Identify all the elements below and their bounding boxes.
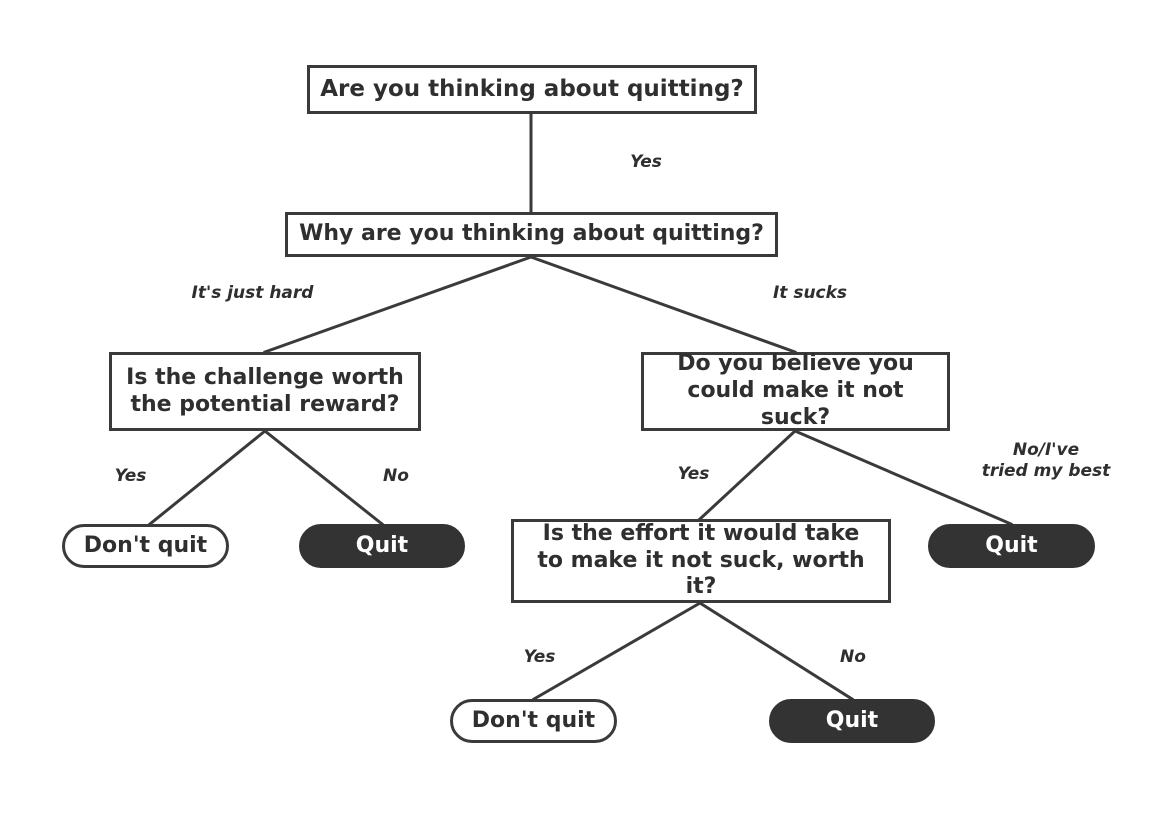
edge-label-yes-q3: Yes xyxy=(114,466,147,486)
edge-label-no-q3: No xyxy=(383,466,409,486)
edge-q3-r2 xyxy=(262,428,385,527)
node-label: Don't quit xyxy=(83,532,208,558)
node-label: Quit xyxy=(355,532,409,558)
node-dont-quit-left[interactable]: Don't quit xyxy=(62,524,229,568)
node-label: Don't quit xyxy=(471,707,596,733)
node-quit-bottom[interactable]: Quit xyxy=(769,699,935,743)
node-label: Do you believe you could make it not suc… xyxy=(677,351,914,430)
edge-label-yes-q5: Yes xyxy=(523,647,556,667)
edge-q2-q3 xyxy=(263,255,533,354)
node-is-the-effort-worth-it[interactable]: Is the effort it would take to make it n… xyxy=(511,519,891,603)
edge-label-its-just-hard: It's just hard xyxy=(191,283,314,303)
node-label: Is the effort it would take to make it n… xyxy=(537,520,865,600)
node-label: Quit xyxy=(825,707,879,733)
node-are-you-thinking-about-quitting[interactable]: Are you thinking about quitting? xyxy=(307,65,757,114)
edge-label-yes-q1: Yes xyxy=(630,152,662,172)
edge-label-no-q5: No xyxy=(840,647,866,667)
edge-q2-q4 xyxy=(529,255,797,354)
node-quit-right[interactable]: Quit xyxy=(928,524,1095,568)
edge-q4-q5 xyxy=(697,428,798,522)
edge-label-no-ive-tried-my-best: No/I've tried my best xyxy=(981,440,1111,482)
node-label: Why are you thinking about quitting? xyxy=(299,221,764,247)
node-do-you-believe-you-could-make-it-not-suck[interactable]: Do you believe you could make it not suc… xyxy=(641,351,950,431)
edge-q3-r1 xyxy=(147,428,268,527)
edge-label-it-sucks: It sucks xyxy=(772,283,848,303)
node-why-are-you-thinking-about-quitting[interactable]: Why are you thinking about quitting? xyxy=(285,212,778,257)
node-label: Is the challenge worth the potential rew… xyxy=(126,364,404,417)
node-dont-quit-bottom[interactable]: Don't quit xyxy=(450,699,617,743)
node-is-the-challenge-worth-the-potential-reward[interactable]: Is the challenge worth the potential rew… xyxy=(109,352,421,431)
node-label: Are you thinking about quitting? xyxy=(320,76,744,103)
node-label: Quit xyxy=(985,532,1038,558)
edge-q4-r3 xyxy=(793,429,1013,526)
edge-q5-r5 xyxy=(697,600,855,702)
edge-label-yes-q4: Yes xyxy=(677,464,710,484)
node-quit-left[interactable]: Quit xyxy=(299,524,465,568)
edge-q5-r4 xyxy=(531,600,703,702)
